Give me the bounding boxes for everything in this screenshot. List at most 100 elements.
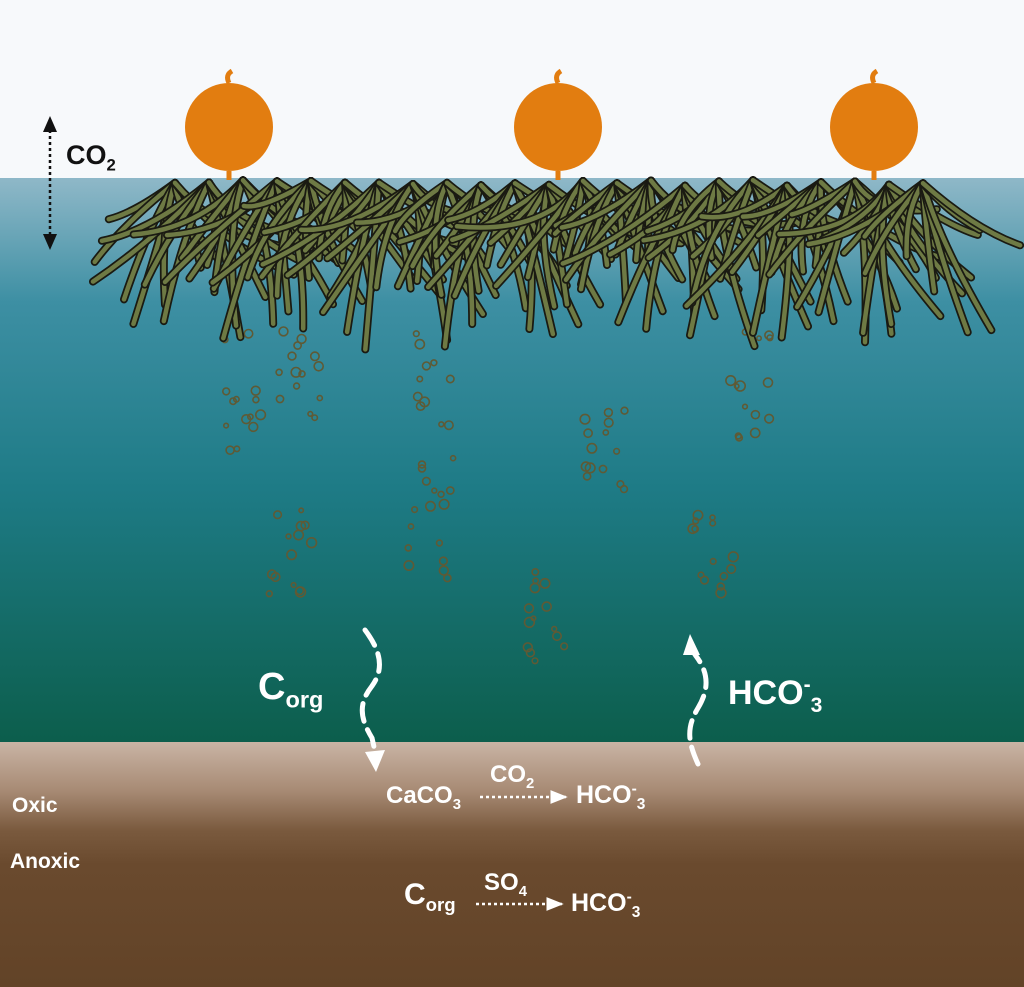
detritus-particle [755,335,762,342]
detritus-particle [438,556,449,566]
detritus-particle [620,406,629,415]
detritus-particle [763,413,775,424]
seaweed-canopy [89,176,1024,354]
detritus-particle [699,575,710,585]
detritus-particle [582,471,592,481]
detritus-particle [278,326,289,337]
detritus-particle [709,557,717,566]
detritus-particle [443,573,452,583]
anoxic-layer-label: Anoxic [10,850,81,873]
detritus-particle [437,490,445,498]
detritus-particle [313,360,325,372]
detritus-particle [586,442,598,454]
detritus-particle [248,421,259,433]
detritus-particle [311,414,319,422]
detritus-particle [598,464,608,474]
float-buoys [185,68,918,180]
detritus-particle [222,387,231,396]
detritus-particle [692,517,700,525]
detritus-particle [726,563,737,575]
detritus-particle [285,533,292,540]
detritus-particle [438,565,449,576]
detritus-particle [687,523,699,535]
detritus-particle [435,539,444,547]
detritus-particle [603,417,614,428]
detritus-particle [417,464,427,473]
detritus-particle [296,333,307,345]
float-buoy [185,68,273,180]
detritus-particle [252,395,260,404]
detritus-particle [715,587,727,599]
detritus-particle [735,433,744,442]
sinking-particles [221,326,775,665]
detritus-particle [531,567,540,576]
float-buoy [830,68,918,180]
detritus-particle [579,413,591,425]
detritus-particle [266,569,278,580]
detritus-particle [295,520,307,532]
detritus-particle [741,403,749,410]
detritus-particle [246,413,254,421]
detritus-particle [309,351,320,362]
detritus-particle [416,375,424,383]
corg-sinking-label: Corg [258,666,324,713]
detritus-particle [255,409,267,421]
detritus-particle [223,422,230,429]
detritus-particle [716,582,726,591]
detritus-particle [449,454,457,462]
detritus-particle [275,368,283,377]
detritus-particle [417,460,427,469]
detritus-particle [430,359,438,367]
detritus-particle [523,616,536,628]
detritus-particle [719,571,729,581]
bicarbonate-rising-label: HCO-3 [728,673,823,717]
detritus-particle [298,370,306,378]
detritus-particle [292,382,301,390]
oxic-layer-label: Oxic [12,794,58,817]
detritus-particle [709,519,717,527]
oxic-product-label: HCO-3 [576,780,646,813]
anoxic-product-label: HCO-3 [571,888,641,921]
detritus-particle [424,500,436,512]
detritus-particle [265,589,273,598]
detritus-particle [523,603,535,614]
detritus-particle [602,429,610,436]
detritus-particle [286,549,298,561]
detritus-particle [580,461,592,472]
detritus-particle [421,361,432,371]
detritus-particle [616,480,625,489]
detritus-particle [445,486,455,495]
detritus-particle [522,642,533,653]
detritus-particle [727,551,739,563]
detritus-particle [445,374,455,384]
detritus-particle [307,410,314,418]
detritus-particle [225,445,235,456]
detritus-particle [764,330,774,341]
detritus-particle [431,487,438,494]
detritus-particle [541,601,553,612]
detritus-particle [421,476,432,486]
detritus-particle [412,330,420,338]
anoxic-agent-label: SO4 [484,869,527,900]
float-buoy [514,68,602,180]
detritus-particle [287,351,297,361]
detritus-particle [531,657,539,665]
oxic-agent-label: CO2 [490,761,535,792]
detritus-particle [412,391,423,402]
co2-exchange-label: CO2 [66,140,116,175]
detritus-particle [583,428,593,439]
detritus-particle [298,507,305,514]
corg-sinking-arrow [359,627,385,772]
detritus-particle [443,420,454,431]
sediment [0,742,1024,987]
detritus-particle [403,559,415,571]
detritus-particle [273,510,283,520]
seaweed-clump [804,179,1024,337]
detritus-particle [419,396,431,408]
bicarbonate-rising-arrow [683,634,709,767]
detritus-particle [559,642,569,651]
detritus-particle [733,383,740,390]
detritus-particle [316,394,324,402]
